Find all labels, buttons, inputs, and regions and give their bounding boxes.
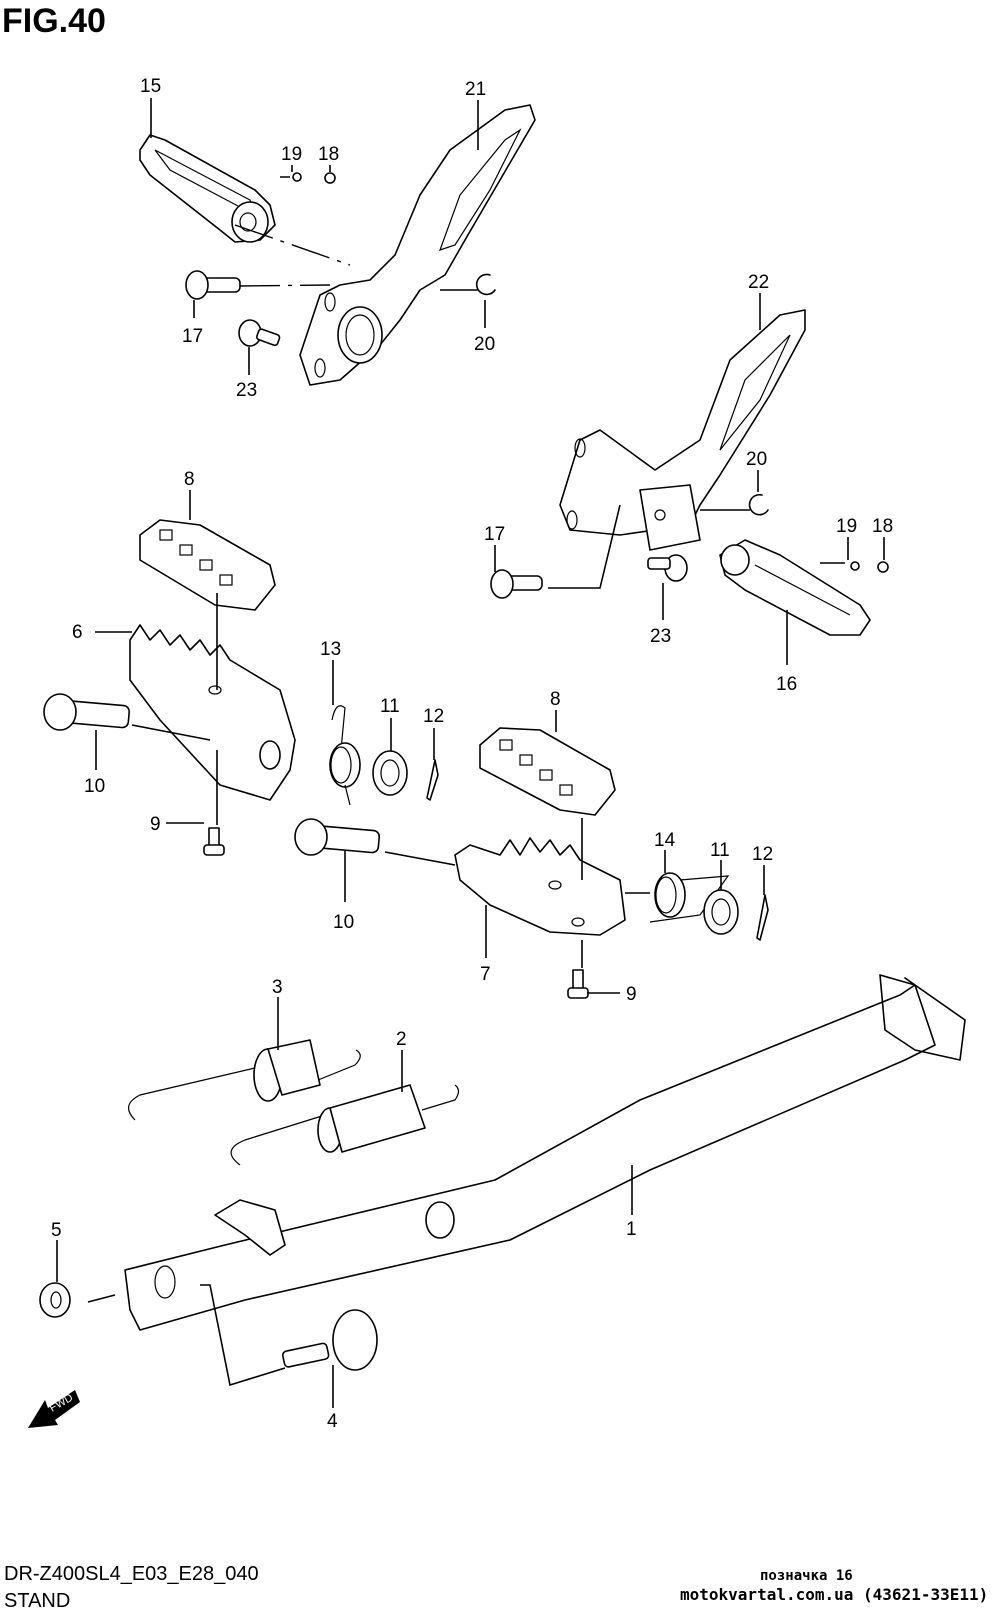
callout-6: 6 <box>72 622 83 643</box>
footpeg-right <box>719 539 871 636</box>
callout-8-left: 8 <box>184 469 195 490</box>
callout-4: 4 <box>327 1411 338 1432</box>
callout-11-left: 11 <box>380 696 400 717</box>
callout-9-right: 9 <box>626 984 637 1005</box>
callout-23-left: 23 <box>236 380 257 401</box>
spring-13 <box>329 705 361 806</box>
figure-title: FIG.40 <box>2 2 106 40</box>
callout-19-right: 19 <box>836 516 857 537</box>
callout-10-right: 10 <box>333 912 354 933</box>
callout-17-right: 17 <box>484 524 505 545</box>
watermark-label: позначка 16 <box>760 1568 853 1584</box>
callout-18-left: 18 <box>318 144 339 165</box>
watermark-source: motokvartal.com.ua (43621-33E11) <box>680 1585 989 1604</box>
callout-19-left: 19 <box>281 144 302 165</box>
callout-16: 16 <box>776 674 797 695</box>
nut-5 <box>39 1282 71 1318</box>
callout-13: 13 <box>320 639 341 660</box>
footrest-bracket-right <box>559 309 806 551</box>
callout-20-left: 20 <box>474 334 495 355</box>
callout-12-right: 12 <box>752 844 773 865</box>
ball-18-right <box>877 561 889 573</box>
cotter-pin-12-right <box>756 894 769 941</box>
callout-17-left: 17 <box>182 326 203 347</box>
pivot-pin-10-left <box>43 693 131 731</box>
fwd-arrow-icon: FWD <box>28 1390 80 1428</box>
side-stand-1 <box>124 974 966 1331</box>
e-clip-20-right <box>748 493 769 516</box>
model-code: DR-Z400SL4_E03_E28_040 <box>4 1563 259 1585</box>
e-clip-20-left <box>475 273 496 296</box>
callout-22: 22 <box>748 272 769 293</box>
ball-18-left <box>324 172 336 184</box>
callout-21: 21 <box>465 79 486 100</box>
bolt-9-left <box>203 827 225 856</box>
pin-17-left <box>185 270 241 300</box>
footpeg-rubber-8-right <box>479 727 616 816</box>
callout-23-right: 23 <box>650 626 671 647</box>
callout-12-left: 12 <box>423 706 444 727</box>
callout-10-left: 10 <box>84 776 105 797</box>
bolt-23-right <box>647 554 688 582</box>
footpeg-rubber-8-left <box>139 519 276 611</box>
footpeg-left <box>139 134 276 243</box>
callout-15: 15 <box>140 76 161 97</box>
pin-17-right <box>490 569 543 599</box>
callout-3: 3 <box>272 977 283 998</box>
callout-14: 14 <box>654 830 676 851</box>
washer-11-left <box>372 750 408 796</box>
spring-2 <box>230 1084 460 1166</box>
pivot-pin-10-right <box>294 818 381 856</box>
ball-19-right <box>850 561 860 571</box>
callout-11-right: 11 <box>710 840 730 861</box>
bolt-9-right <box>567 969 589 999</box>
callout-1: 1 <box>626 1219 637 1240</box>
stand-bolt-4 <box>281 1309 378 1371</box>
footpeg-7 <box>454 837 626 936</box>
bolt-23-left <box>238 319 281 347</box>
spring-3 <box>128 1039 361 1121</box>
ball-19-left <box>292 172 302 182</box>
footpeg-6 <box>129 624 296 801</box>
callout-20-right: 20 <box>746 449 767 470</box>
callout-7: 7 <box>480 964 491 985</box>
washer-11-right <box>703 889 739 935</box>
callout-8-right: 8 <box>550 689 561 710</box>
section-name: STAND <box>4 1590 71 1612</box>
callout-9-left: 9 <box>150 814 161 835</box>
callout-18-right: 18 <box>872 516 893 537</box>
callout-2: 2 <box>396 1029 407 1050</box>
callout-5: 5 <box>51 1220 62 1241</box>
cotter-pin-12-left <box>426 759 439 801</box>
footrest-bracket-left <box>299 104 536 386</box>
